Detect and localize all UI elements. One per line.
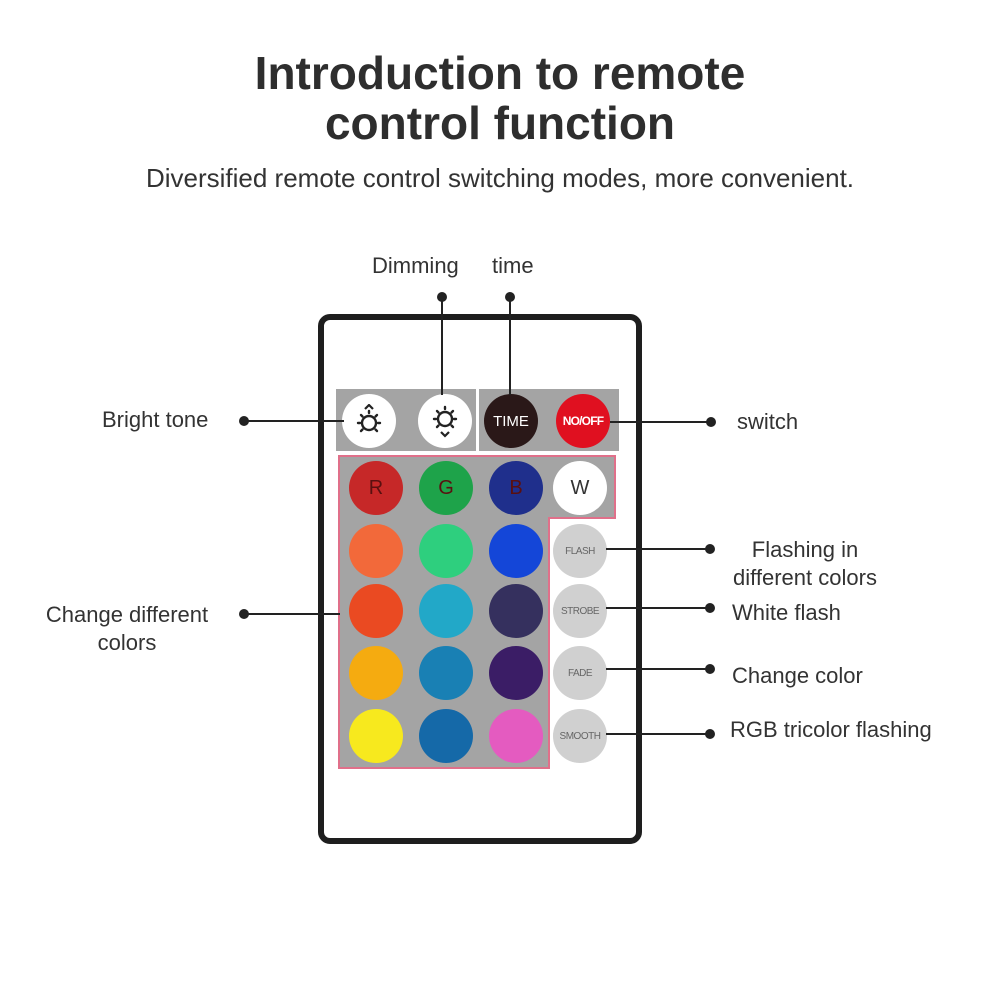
color-button-label: W [570, 476, 590, 499]
strobe-button[interactable]: STROBE [553, 584, 607, 638]
switch-label: switch [737, 409, 799, 434]
color-button-r3-c2[interactable] [419, 584, 473, 638]
change-color-callout-line [606, 668, 710, 670]
color-button-r4-c3[interactable] [489, 646, 543, 700]
change-color-callout-dot [705, 664, 715, 674]
white-flash-label: White flash [732, 600, 841, 625]
page-subtitle: Diversified remote control switching mod… [145, 163, 855, 193]
fade-button-label: FADE [567, 667, 593, 679]
color-button-r1-c3[interactable]: B [489, 461, 543, 515]
flash-button-label: FLASH [565, 545, 595, 557]
color-button-r5-c1[interactable] [349, 709, 403, 763]
color-button-r1-c4[interactable]: W [553, 461, 607, 515]
color-button-r3-c1[interactable] [349, 584, 403, 638]
flashing-label-line1: Flashing in [751, 537, 859, 562]
change-color-label: Change color [732, 663, 863, 688]
change-colors-callout-line [244, 613, 340, 615]
change-colors-label: Change different colors [34, 601, 220, 657]
bright-tone-callout-line [244, 420, 344, 422]
flashing-callout-line [606, 548, 710, 550]
color-button-r2-c2[interactable] [419, 524, 473, 578]
smooth-button-label: SMOOTH [559, 730, 601, 742]
switch-callout-line [610, 421, 710, 423]
title-line-1: Introduction to remote [254, 47, 746, 99]
power-button-label: NO/OFF [562, 414, 604, 428]
bright-down-button[interactable] [418, 394, 472, 448]
color-button-r2-c3[interactable] [489, 524, 543, 578]
color-button-r1-c2[interactable]: G [419, 461, 473, 515]
title-line-2: control function [324, 97, 676, 149]
flashing-label-line2: different colors [733, 565, 877, 590]
rgb-flashing-label: RGB tricolor flashing [730, 717, 932, 742]
change-colors-label-line1: Change different [45, 602, 209, 627]
time-callout-line [509, 297, 511, 395]
page-title: Introduction to remote control function [0, 48, 1000, 148]
smooth-button[interactable]: SMOOTH [553, 709, 607, 763]
time-label: time [492, 253, 534, 278]
sun-down-icon [432, 405, 458, 438]
dimming-callout-line [441, 297, 443, 395]
time-button-label: TIME [493, 412, 529, 430]
switch-callout-dot [706, 417, 716, 427]
power-button[interactable]: NO/OFF [556, 394, 610, 448]
time-button[interactable]: TIME [484, 394, 538, 448]
color-button-r4-c2[interactable] [419, 646, 473, 700]
rgb-flashing-callout-dot [705, 729, 715, 739]
color-button-r2-c1[interactable] [349, 524, 403, 578]
color-button-r5-c3[interactable] [489, 709, 543, 763]
color-button-r1-c1[interactable]: R [349, 461, 403, 515]
sun-up-icon [356, 404, 382, 433]
color-button-label: R [368, 476, 384, 499]
flash-button[interactable]: FLASH [553, 524, 607, 578]
dimming-label: Dimming [372, 253, 459, 278]
color-button-r3-c3[interactable] [489, 584, 543, 638]
fade-button[interactable]: FADE [553, 646, 607, 700]
color-button-label: B [509, 476, 523, 499]
white-flash-callout-dot [705, 603, 715, 613]
white-flash-callout-line [606, 607, 710, 609]
color-button-r5-c2[interactable] [419, 709, 473, 763]
bright-up-button[interactable] [342, 394, 396, 448]
rgb-flashing-callout-line [606, 733, 710, 735]
flashing-label: Flashing in different colors [720, 536, 890, 592]
strobe-button-label: STROBE [560, 605, 600, 617]
change-colors-label-line2: colors [97, 630, 157, 655]
bright-tone-label: Bright tone [102, 407, 209, 432]
flashing-callout-dot [705, 544, 715, 554]
color-button-r4-c1[interactable] [349, 646, 403, 700]
color-button-label: G [438, 476, 454, 499]
